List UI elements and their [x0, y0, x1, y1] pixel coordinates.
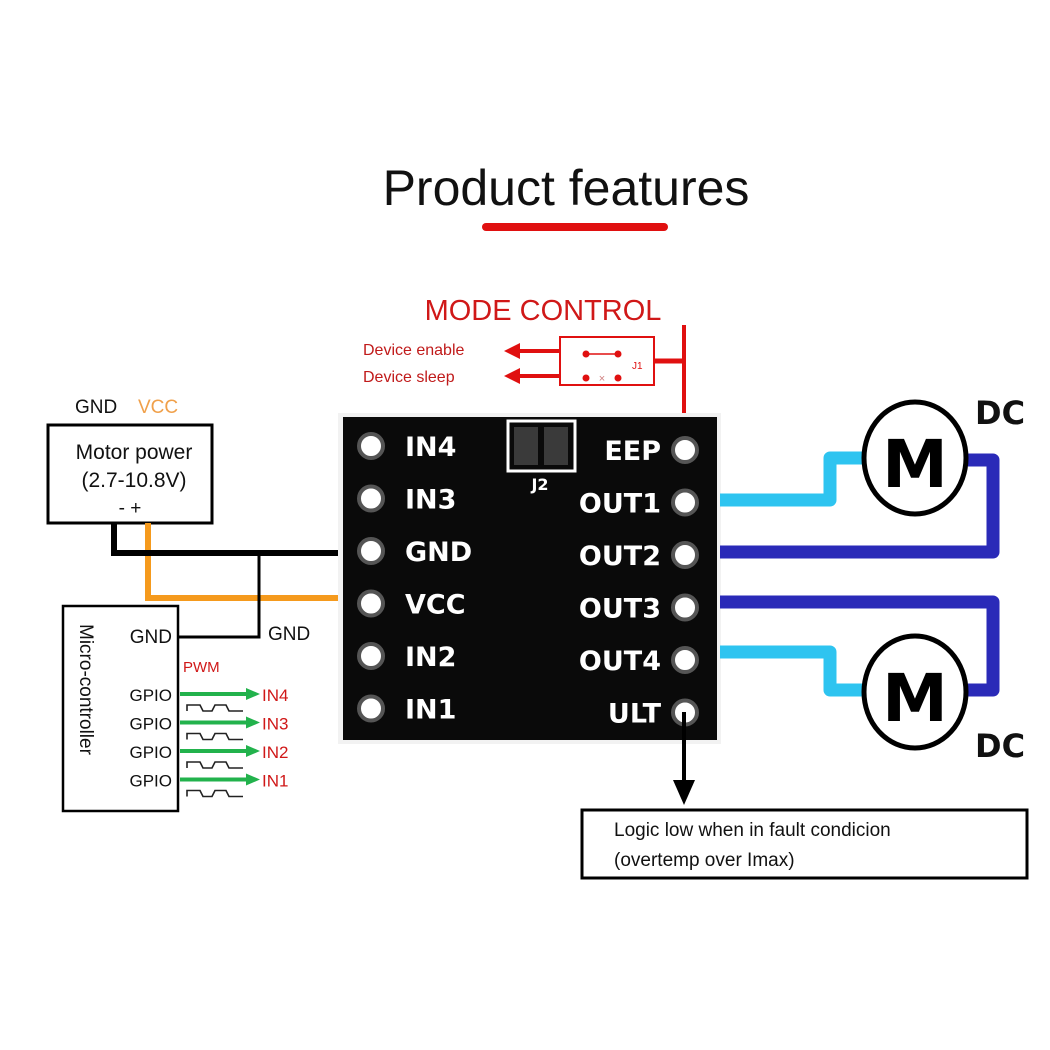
fault-note-line1: Logic low when in fault condicion — [614, 820, 891, 841]
pwm-waveform-icon — [186, 704, 243, 712]
pin-label: IN3 — [405, 485, 456, 516]
motor-symbol-2: M — [882, 660, 948, 737]
pin-label: EEP — [604, 436, 661, 467]
pwm-label: PWM — [183, 659, 220, 676]
mode-control-jumper-j1: × J1 — [559, 336, 655, 386]
gpio-label: GPIO — [129, 686, 172, 705]
power-vcc-label: VCC — [138, 397, 178, 418]
pin-label: IN4 — [405, 432, 456, 463]
gpio-label: GPIO — [129, 715, 172, 734]
device-enable-label: Device enable — [363, 342, 465, 359]
gpio-target: IN1 — [262, 772, 288, 791]
gpio-target: IN3 — [262, 715, 288, 734]
pin-label: OUT2 — [579, 541, 661, 572]
pin-out3[interactable]: OUT3 — [579, 593, 699, 625]
j2-jumper: J2 — [506, 419, 577, 494]
motor-power-polarity: - + — [119, 498, 142, 519]
page-title: Product features — [383, 160, 750, 216]
out3-wire — [720, 595, 1000, 697]
fault-note-box: Logic low when in fault condicion (overt… — [580, 808, 1029, 880]
fault-note-line2: (overtemp over Imax) — [614, 850, 795, 871]
gpio-target: IN4 — [262, 686, 288, 705]
arrow-head-icon — [246, 716, 260, 729]
gpio-row: GPIO IN2 — [129, 743, 288, 769]
pin-out2[interactable]: OUT2 — [579, 541, 699, 572]
pin-in3[interactable]: IN3 — [357, 484, 456, 516]
gpio-row: GPIO IN3 — [129, 715, 288, 741]
dc-motor-1: M DC — [861, 394, 1025, 517]
gpio-row: GPIO IN1 — [129, 772, 288, 798]
pin-label: OUT4 — [579, 646, 661, 677]
motor-power-box: Motor power (2.7-10.8V) - + — [46, 423, 214, 525]
out4-wire — [720, 645, 865, 697]
gpio-label: GPIO — [129, 743, 172, 762]
pin-in4[interactable]: IN4 — [357, 432, 456, 463]
gpio-row: GPIO IN4 — [129, 686, 288, 712]
pin-label: ULT — [608, 699, 662, 730]
motor-symbol-1: M — [882, 426, 948, 503]
pwm-waveform-icon — [186, 761, 243, 769]
microcontroller-box: Micro-controller GND — [61, 604, 180, 813]
pin-out1[interactable]: OUT1 — [579, 488, 699, 520]
microcontroller-title: Micro-controller — [75, 624, 96, 756]
j1-label: J1 — [632, 361, 643, 372]
motor-type-1: DC — [975, 394, 1025, 432]
pin-label: GND — [405, 537, 472, 568]
pin-label: IN1 — [405, 695, 456, 726]
vcc-wire — [145, 523, 345, 601]
device-sleep-label: Device sleep — [363, 369, 455, 386]
gnd-wire-label: GND — [268, 624, 310, 645]
out2-wire — [720, 453, 1000, 559]
pwm-waveform-icon — [186, 732, 243, 741]
motor-power-range: (2.7-10.8V) — [81, 469, 186, 492]
power-gnd-label: GND — [75, 397, 117, 418]
gpio-target: IN2 — [262, 743, 288, 762]
pin-out4[interactable]: OUT4 — [579, 646, 699, 677]
cross-icon: × — [599, 373, 605, 385]
j2-label: J2 — [530, 475, 548, 494]
pin-in2[interactable]: IN2 — [357, 642, 456, 673]
arrow-head-icon — [246, 688, 260, 700]
pin-gnd[interactable]: GND — [357, 537, 472, 568]
motor-power-title: Motor power — [76, 441, 193, 464]
pin-vcc[interactable]: VCC — [357, 589, 466, 621]
arrow-head-icon — [246, 745, 260, 757]
pin-label: VCC — [405, 590, 466, 621]
ult-arrow-head — [673, 780, 695, 805]
gnd-wire-mcu — [178, 553, 261, 639]
gnd-wire-power — [111, 523, 345, 556]
motor-type-2: DC — [975, 727, 1025, 765]
arrow-head-icon — [246, 773, 260, 786]
out1-wire — [720, 451, 865, 507]
gpio-label: GPIO — [129, 772, 172, 791]
pin-label: OUT3 — [579, 594, 661, 625]
pin-in1[interactable]: IN1 — [357, 694, 456, 726]
mcu-gnd-pin: GND — [130, 627, 172, 648]
pin-label: IN2 — [405, 642, 456, 673]
dc-motor-2: M DC — [861, 633, 1025, 765]
mode-control-label: MODE CONTROL — [425, 295, 662, 327]
pin-label: OUT1 — [579, 489, 661, 520]
pin-eep[interactable]: EEP — [604, 436, 699, 467]
pwm-waveform-icon — [186, 789, 243, 798]
